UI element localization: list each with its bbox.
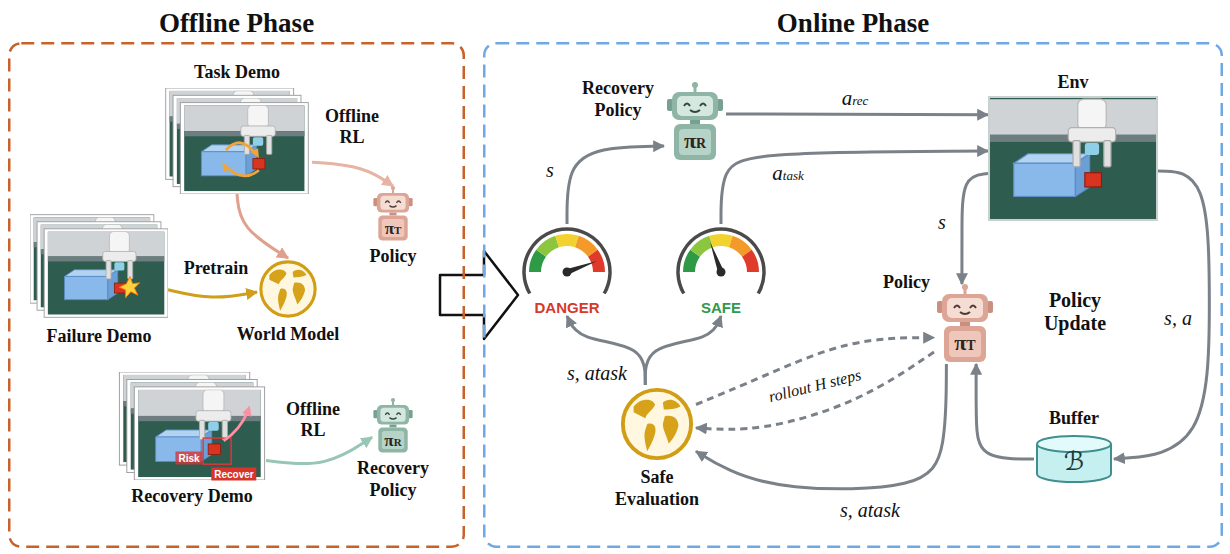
robot-icon-art: [373, 398, 412, 453]
edge-label: rollout H steps: [765, 365, 865, 406]
policy-symbol: πT: [954, 332, 975, 354]
annotation: Policy Update: [1042, 289, 1108, 335]
panel-title: Offline Phase: [159, 8, 314, 39]
robot-icon: PolicyπT: [934, 284, 996, 364]
edge-label: Offline RL: [323, 106, 381, 148]
node-label: Recovery Policy: [357, 458, 429, 501]
globe-icon-art: [257, 258, 319, 320]
node-label: Policy: [883, 272, 930, 294]
policy-symbol: πT: [385, 220, 402, 237]
flow-arrow: [312, 162, 393, 186]
node-label: Recovery Demo: [131, 486, 252, 508]
image-tag: Risk: [175, 452, 202, 465]
rollout-arrow: [696, 352, 934, 429]
node-label: Safe Evaluation: [615, 467, 699, 510]
phase-panel: Online PhaseRecovery PolicyπRDANGERSAFEE…: [483, 42, 1223, 548]
flow-arrow: [266, 437, 372, 464]
robot-icon: Recovery PolicyπR: [664, 82, 726, 162]
flow-arrow: [168, 290, 257, 297]
node-label: Recovery Policy: [582, 78, 654, 121]
env-photo-art: [990, 99, 1156, 218]
gauge-icon-art: [524, 229, 610, 293]
demo-stack: Task Demo: [162, 88, 312, 194]
edge-label: Pretrain: [182, 258, 251, 279]
buffer-cylinder-art: [1037, 436, 1111, 482]
edge-label: atask: [770, 161, 805, 186]
demo-stack-art: [30, 212, 168, 320]
node-label: Env: [1057, 72, 1088, 94]
policy-symbol: πR: [384, 432, 401, 449]
globe-icon-art: [623, 390, 691, 458]
flow-arrow: [696, 364, 946, 489]
flow-arrow: [962, 174, 988, 285]
panel-title: Online Phase: [777, 8, 929, 39]
image-tag: Recover: [211, 468, 256, 481]
flow-arrow: [726, 113, 988, 117]
demo-stack-art: [30, 215, 168, 318]
edge-label: s, atask: [565, 362, 629, 385]
edge-label: s: [936, 211, 948, 234]
gauge-label: SAFE: [701, 300, 741, 315]
flow-arrow: [721, 151, 988, 224]
env-photo: Env: [988, 96, 1158, 221]
robot-icon: πTPolicy: [372, 186, 414, 242]
policy-symbol: πR: [684, 130, 706, 152]
node-label: Buffer: [1049, 408, 1099, 430]
robot-icon: πRRecovery Policy: [372, 398, 414, 454]
robot-icon-art: [937, 284, 993, 362]
flow-arrow: [645, 316, 721, 385]
globe-icon: Safe Evaluation: [618, 385, 696, 463]
gauge-icon: SAFE: [676, 224, 766, 316]
node-label: World Model: [237, 324, 340, 346]
demo-stack-art: [166, 88, 309, 194]
demo-stack-art: [119, 372, 264, 480]
demo-stack-art: [162, 88, 312, 194]
gauge-label: DANGER: [534, 300, 599, 315]
flow-arrow: [237, 194, 288, 258]
buffer-cylinder: Bufferℬ: [1034, 434, 1114, 484]
globe-icon: World Model: [257, 258, 319, 320]
globe-icon-art: [261, 262, 315, 316]
buffer-symbol: ℬ: [1064, 448, 1084, 474]
edge-label: arec: [840, 86, 871, 111]
flow-arrow: [567, 146, 664, 224]
robot-icon-art: [373, 186, 412, 241]
node-label: Failure Demo: [46, 326, 151, 348]
robot-icon-art: [667, 82, 723, 160]
phase-arrow: [440, 251, 518, 339]
node-label: Task Demo: [194, 62, 280, 84]
node-label: Policy: [370, 246, 417, 268]
flow-arrow: [976, 364, 1034, 459]
gauge-icon: DANGER: [522, 224, 612, 316]
gauge-icon-art: [678, 229, 764, 293]
globe-icon-art: [618, 385, 696, 463]
edge-label: Offline RL: [284, 399, 342, 441]
demo-stack: Failure Demo: [30, 212, 168, 320]
panel-outline: [9, 43, 464, 547]
edge-label: s, atask: [838, 499, 902, 522]
edge-label: s, a: [1162, 307, 1194, 330]
panel-outline: [484, 43, 1222, 547]
env-photo-art: [990, 98, 1156, 219]
edge-label: s: [544, 159, 556, 182]
